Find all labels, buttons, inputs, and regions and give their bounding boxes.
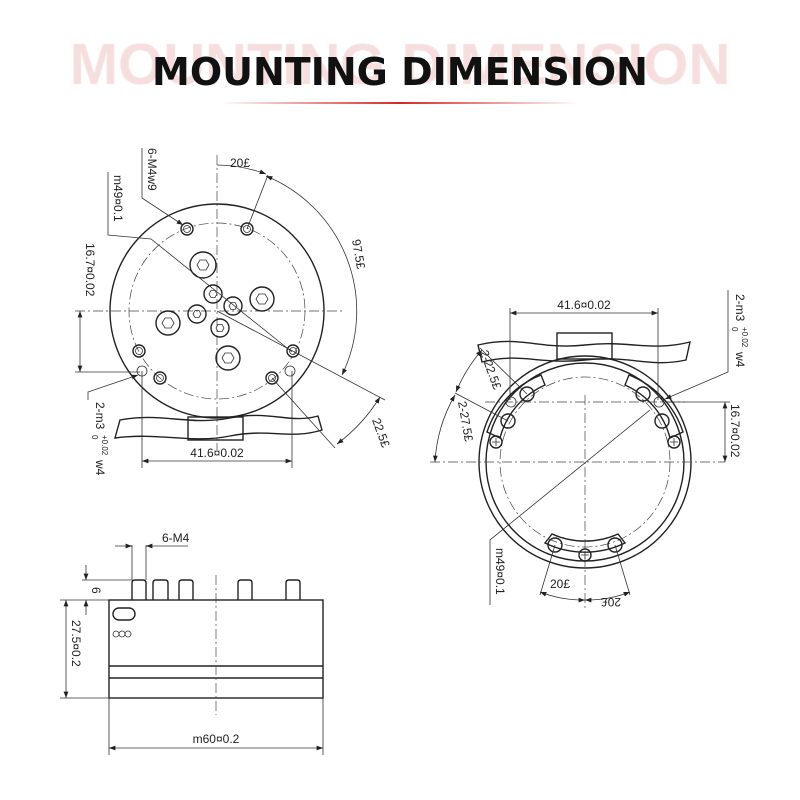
angle-large-label: 97.5£ [349, 238, 368, 270]
page-title: MOUNTING DIMENSION [152, 50, 648, 94]
angle-top-label: 20£ [230, 156, 250, 170]
angle-a-label: 2-22.5£ [477, 348, 504, 391]
offset-label: 16.7¤0.02 [728, 404, 742, 458]
hole-spacing-label: 41.6¤0.02 [190, 446, 244, 460]
pins-label: 6-M4 [162, 531, 190, 545]
pitch-circle-label: m49¤0.1 [493, 548, 507, 595]
pin-tol-upper: +0.02 [100, 435, 109, 456]
cross-screws [489, 435, 681, 562]
hole-spacing-label: 41.6¤0.02 [557, 298, 611, 312]
pitch-circle-label: m49¤0.1 [111, 175, 125, 222]
title-underline [220, 102, 580, 104]
pin-tol-lower: 0 [730, 327, 739, 332]
pin-holes-text: 2-m3 [93, 402, 107, 430]
socket-screws [155, 251, 275, 371]
pin-holes-text: 2-m3 [733, 294, 747, 322]
pin-holes-label: 2-m3 +0.02 0 w4 [90, 402, 109, 476]
angle-b-label: 2-27.5£ [455, 400, 476, 443]
connector [112, 607, 136, 621]
bottom-view: 41.6¤0.02 16.7¤0.02 m49¤0.1 2-m3 +0.02 0… [430, 290, 749, 610]
pin-depth: w4 [93, 459, 107, 476]
top-view: 41.6¤0.02 16.7¤0.02 m49¤0.1 6-M4w9 20£ 9… [75, 148, 393, 476]
threaded-holes-label: 6-M4w9 [145, 148, 159, 191]
mount-holes [500, 386, 670, 553]
pin-holes-label: 2-m3 +0.02 0 w4 [730, 294, 749, 368]
pins [131, 579, 301, 600]
angle-left-label: 20£ [550, 577, 570, 591]
pin-depth: w4 [733, 351, 747, 368]
side-view: 6-M4 6 27.5¤0.2 m60¤0.2 [60, 531, 324, 755]
diameter-label: m60¤0.2 [193, 732, 240, 746]
angle-small-label: 22.5£ [369, 416, 393, 449]
pin-height-label: 6 [89, 587, 103, 594]
pin-tol-lower: 0 [90, 435, 99, 440]
cable [114, 414, 323, 441]
angle-right-label: 20£ [601, 595, 621, 609]
background-title-watermark [0, 20, 800, 110]
pin-tol-upper: +0.02 [740, 327, 749, 348]
height-label: 27.5¤0.2 [69, 620, 83, 667]
offset-label: 16.7¤0.02 [83, 243, 97, 297]
